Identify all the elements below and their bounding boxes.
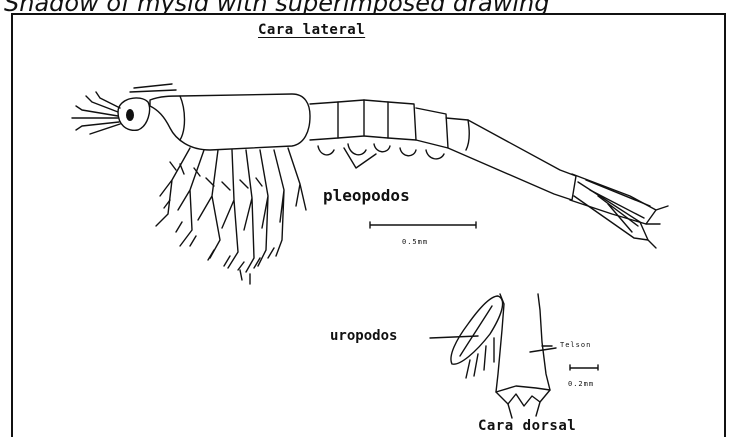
pleopods-label: pleopodos (323, 186, 410, 205)
scale-bar-lateral (370, 222, 476, 228)
pleopods (156, 148, 306, 284)
scale-dorsal-label: 0.2mm (568, 380, 594, 388)
telson-label: Telson (560, 341, 591, 349)
scale-bar-dorsal (570, 365, 598, 370)
dorsal-view-title: Cara dorsal (478, 418, 576, 434)
abdominal-spines (318, 144, 444, 168)
scale-lateral-label: 0.5mm (402, 238, 428, 246)
tail-fan (570, 174, 668, 248)
leader-lines (430, 336, 556, 352)
carapace (150, 94, 310, 150)
lateral-view-title: Cara lateral (258, 22, 365, 38)
uropods-label: uropodos (330, 328, 397, 344)
eye (118, 98, 150, 130)
telson-dorsal (496, 294, 552, 418)
